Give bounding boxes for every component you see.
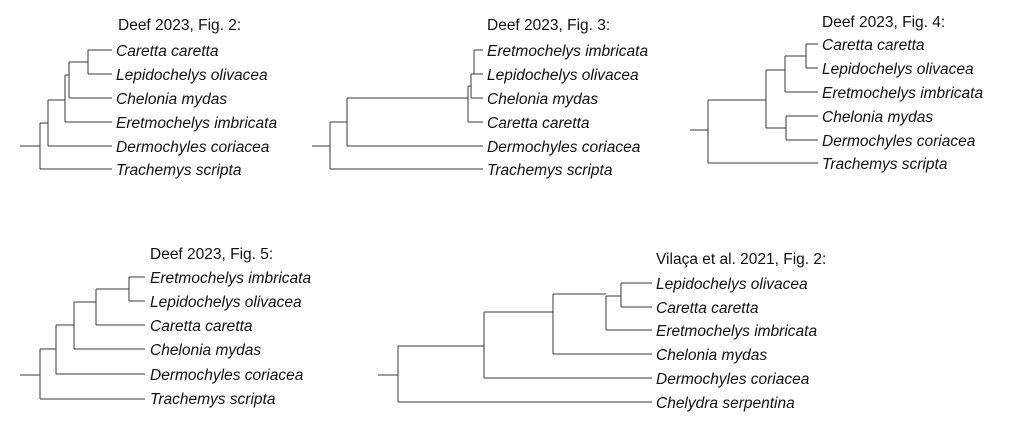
taxon-label: Trachemys scripta — [150, 391, 276, 408]
tree-fig2: Deef 2023, Fig. 2: Caretta caretta Lepid… — [20, 17, 277, 179]
taxon-label: Chelonia mydas — [822, 109, 933, 126]
tree-branches — [690, 43, 818, 164]
taxon-label: Chelonia mydas — [150, 342, 261, 359]
taxon-label: Caretta caretta — [656, 300, 759, 317]
taxon-label: Dermochyles coriacea — [822, 133, 976, 150]
tree-title: Deef 2023, Fig. 3: — [487, 17, 610, 34]
taxon-label: Lepidochelys olivacea — [656, 276, 808, 293]
taxon-label: Dermochyles coriacea — [656, 371, 810, 388]
tree-branches — [20, 276, 145, 400]
taxon-label: Eretmochelys imbricata — [116, 115, 277, 132]
tree-branches — [378, 282, 652, 403]
taxon-label: Dermochyles coriacea — [150, 367, 304, 384]
taxon-label: Lepidochelys olivacea — [150, 294, 302, 311]
tree-vilaca-2021: Vilaça et al. 2021, Fig. 2: Lepidochelys… — [378, 251, 826, 412]
taxon-label: Chelonia mydas — [656, 347, 767, 364]
taxon-label: Caretta caretta — [487, 115, 590, 132]
taxon-label: Eretmochelys imbricata — [656, 323, 817, 340]
tree-fig4: Deef 2023, Fig. 4: Caretta caretta Lepid… — [690, 14, 983, 173]
taxon-label: Caretta caretta — [116, 43, 219, 60]
taxon-label: Trachemys scripta — [822, 156, 948, 173]
taxon-label: Chelonia mydas — [116, 91, 227, 108]
taxon-label: Eretmochelys imbricata — [822, 85, 983, 102]
taxon-label: Caretta caretta — [822, 37, 925, 54]
taxon-label: Chelydra serpentina — [656, 395, 795, 412]
taxon-label: Trachemys scripta — [487, 162, 613, 179]
taxon-label: Lepidochelys olivacea — [487, 67, 639, 84]
tree-title: Vilaça et al. 2021, Fig. 2: — [656, 251, 826, 268]
taxon-label: Caretta caretta — [150, 318, 253, 335]
taxon-label: Chelonia mydas — [487, 91, 598, 108]
taxon-label: Dermochyles coriacea — [487, 139, 641, 156]
tree-title: Deef 2023, Fig. 5: — [150, 246, 273, 263]
taxon-label: Eretmochelys imbricata — [150, 270, 311, 287]
tree-title: Deef 2023, Fig. 2: — [118, 17, 241, 34]
taxon-label: Trachemys scripta — [116, 162, 242, 179]
taxon-label: Eretmochelys imbricata — [487, 43, 648, 60]
tree-fig3: Deef 2023, Fig. 3: Eretmochelys imbricat… — [312, 17, 648, 179]
tree-title: Deef 2023, Fig. 4: — [822, 14, 945, 31]
tree-fig5: Deef 2023, Fig. 5: Eretmochelys imbricat… — [20, 246, 311, 408]
taxon-label: Dermochyles coriacea — [116, 139, 270, 156]
tree-branches — [20, 49, 112, 170]
taxon-label: Lepidochelys olivacea — [822, 61, 974, 78]
tree-branches — [312, 49, 483, 170]
taxon-label: Lepidochelys olivacea — [116, 67, 268, 84]
